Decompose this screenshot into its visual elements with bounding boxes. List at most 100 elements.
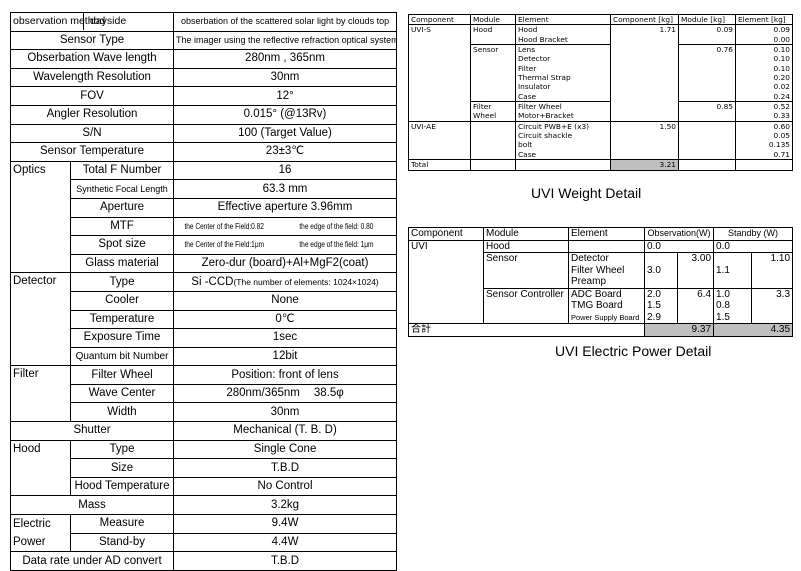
power-label: Power <box>10 533 71 553</box>
spec-row-wave-length: Obserbation Wave length 280nm , 365nm <box>9 49 398 69</box>
data-rate-value: T.B.D <box>173 551 398 571</box>
angler-resolution-label: Angler Resolution <box>9 104 175 125</box>
weight-header-element: Element <box>515 13 611 26</box>
weight-header-component-kg: Component [kg] <box>610 13 679 26</box>
spec-row-cooler: Cooler None <box>11 290 398 311</box>
sensor-type-label: Sensor Type <box>9 30 175 51</box>
exposure-label: Exposure Time <box>69 328 175 348</box>
filter-label: Filter <box>10 365 71 423</box>
detector-label: Detector <box>10 272 71 367</box>
mtf-label: MTF <box>69 216 175 237</box>
power-row-sensor-3: Preamp <box>408 276 794 289</box>
hood-type-value: Single Cone <box>173 439 398 460</box>
spec-row-spot-size: Spot size the Center of the Field:1μm the… <box>11 235 398 255</box>
obs-method-desc: obserbation of the scattered solar light… <box>173 12 398 32</box>
power-controller-obs-sum: 6.4 <box>677 288 715 300</box>
power-module-sensor-controller: Sensor Controller <box>483 288 569 300</box>
sn-label: S/N <box>9 123 175 144</box>
wave-center-value2: 38.5φ <box>313 387 344 400</box>
sensor-temp-value: 23±3℃ <box>173 142 398 162</box>
hood-label: Hood <box>10 439 71 497</box>
spec-row-exposure: Exposure Time 1sec <box>11 328 398 348</box>
wave-resolution-value: 30nm <box>173 67 398 88</box>
power-row-controller-1: Sensor Controller ADC Board 2.0 6.4 1.0 … <box>408 288 794 300</box>
power-row-sensor-1: Sensor Detector 3.00 1.10 <box>408 252 794 265</box>
mass-value: 3.2kg <box>173 495 398 516</box>
spec-row-f-number: Optics Total F Number 16 <box>10 160 398 274</box>
glass-label: Glass material <box>69 253 175 274</box>
spec-row-sensor-type: Sensor Type The imager using the reflect… <box>9 30 398 51</box>
spec-row-power-standby: Power Stand-by 4.4W <box>10 532 398 553</box>
power-module-hood: Hood <box>483 240 569 253</box>
spec-row-hood-size: Size T.B.D <box>11 458 398 478</box>
hood-temp-label: Hood Temperature <box>69 476 175 497</box>
detector-type-label: Type <box>69 272 175 292</box>
spec-row-observation-method: observation methoddayside obserbation of… <box>9 12 398 32</box>
electric-label: Electric <box>10 514 71 534</box>
aperture-label: Aperture <box>69 197 175 218</box>
power-sensor-stb-sum: 1.10 <box>751 252 794 265</box>
power-controller-stb-sum: 3.3 <box>751 288 794 300</box>
aperture-value: Effective aperture 3.96mm <box>173 197 398 218</box>
shutter-label: Shutter <box>9 421 175 441</box>
angler-resolution-value: 0.015° (@13Rv) <box>173 104 398 125</box>
fov-value: 12° <box>173 86 398 106</box>
cooler-value: None <box>173 290 398 311</box>
power-row-hood: UVI Hood 0.0 0.0 <box>408 240 794 253</box>
spec-row-power-measure: Electric Measure 9.4W <box>10 514 398 534</box>
spot-size-label: Spot size <box>69 235 175 255</box>
filter-width-value: 30nm <box>173 402 398 423</box>
wave-center-value: 280nm/365nm <box>226 387 300 400</box>
fov-label: FOV <box>9 86 175 106</box>
power-module-sensor: Sensor <box>483 252 569 265</box>
power-header-module: Module <box>483 227 569 241</box>
spec-row-angler-resolution: Angler Resolution 0.015° (@13Rv) <box>9 104 398 125</box>
spec-row-glass: Glass material Zero-dur (board)+Al+MgF2(… <box>11 253 398 274</box>
hood-size-label: Size <box>69 458 175 478</box>
weight-detail-caption: UVI Weight Detail <box>531 185 642 201</box>
power-total-label: 合計 <box>408 323 484 337</box>
power-sensor-obs: 3.0 <box>644 264 678 276</box>
power-header-observation: Observation(W) <box>644 227 715 241</box>
power-detail-table: Component Module Element Observation(W) … <box>408 227 794 337</box>
wave-center-label: Wave Center <box>69 383 175 404</box>
filter-wheel-value: Position: front of lens <box>173 365 398 385</box>
weight-detail-table: Component Module Element Component [kg] … <box>408 13 793 171</box>
uvi-spec-table: observation methoddayside obserbation of… <box>9 12 398 571</box>
focal-length-label: Synthetic Focal Length <box>69 179 175 199</box>
obs-method-label: observation method <box>12 13 105 31</box>
weight-total-value: 3.21 <box>610 159 679 171</box>
power-row-controller-3: Power Supply Board 2.9 1.5 <box>408 311 794 324</box>
power-header-component: Component <box>408 227 484 241</box>
data-rate-label: Data rate under AD convert <box>9 551 175 571</box>
spec-row-fov: FOV 12° <box>9 86 398 106</box>
mtf-edge: the edge of the field: 0.80 <box>299 221 374 231</box>
glass-value: Zero-dur (board)+Al+MgF2(coat) <box>173 253 398 274</box>
spot-center: the Center of the Field:1μm <box>184 240 265 250</box>
power-total-row: 合計 9.37 4.35 <box>408 323 794 337</box>
quantum-label: Quantum bit Number <box>69 346 175 367</box>
spot-edge: the edge of the field: 1μm <box>299 240 374 250</box>
power-total-obs: 9.37 <box>644 323 715 337</box>
weight-header-row: Component Module Element Component [kg] … <box>408 13 793 26</box>
optics-label: Optics <box>10 160 71 274</box>
power-sensor-stb: 1.1 <box>713 264 753 276</box>
mtf-center: the Center of the Field:0.82 <box>184 221 264 231</box>
cooler-label: Cooler <box>69 290 175 311</box>
hood-type-label: Type <box>69 439 175 460</box>
wave-resolution-label: Wavelength Resolution <box>9 67 175 88</box>
hood-temp-value: No Control <box>173 476 398 497</box>
weight-header-module-kg: Module [kg] <box>678 13 736 26</box>
power-total-stb: 4.35 <box>713 323 794 337</box>
power-component-uvi: UVI <box>408 240 484 253</box>
